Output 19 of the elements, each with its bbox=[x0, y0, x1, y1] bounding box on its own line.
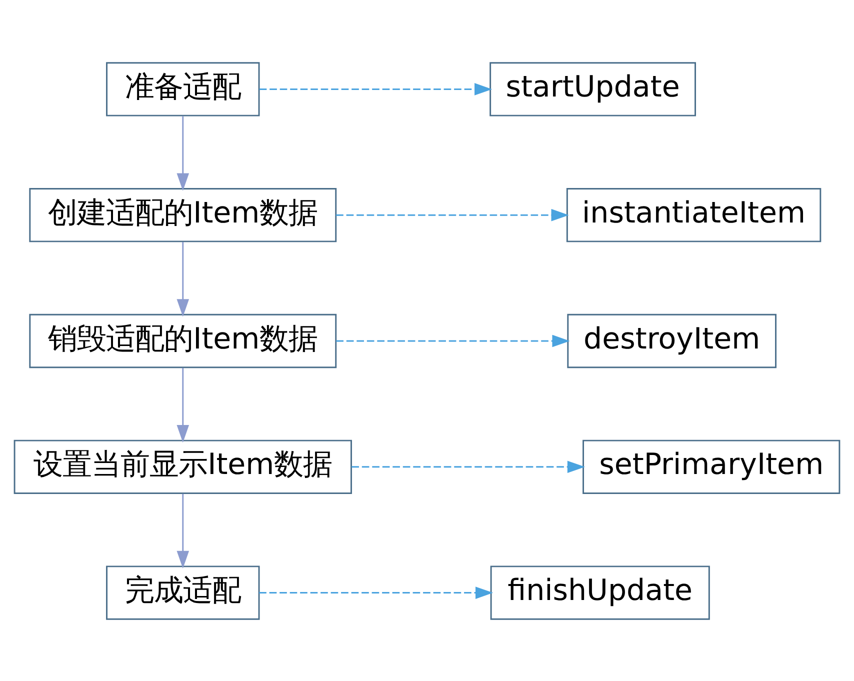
node-box: 设置当前显示Item数据 bbox=[14, 439, 352, 494]
arrow bbox=[176, 116, 190, 190]
arrow bbox=[176, 242, 190, 316]
node-box: 完成适配 bbox=[106, 565, 260, 620]
arrow bbox=[176, 367, 190, 442]
node-box: 销毁适配的Item数据 bbox=[29, 313, 337, 368]
node-box: finishUpdate bbox=[490, 565, 710, 620]
arrow bbox=[176, 493, 190, 568]
arrow bbox=[336, 334, 570, 347]
node-box: 准备适配 bbox=[106, 62, 260, 116]
arrow bbox=[336, 208, 569, 221]
arrow bbox=[352, 460, 585, 473]
node-box: destroyItem bbox=[567, 313, 777, 368]
arrow bbox=[259, 82, 492, 95]
node-box: 创建适配的Item数据 bbox=[29, 188, 337, 242]
arrow bbox=[259, 586, 494, 598]
node-box: instantiateItem bbox=[566, 188, 822, 242]
node-box: startUpdate bbox=[490, 62, 696, 116]
node-box: setPrimaryItem bbox=[582, 439, 840, 494]
